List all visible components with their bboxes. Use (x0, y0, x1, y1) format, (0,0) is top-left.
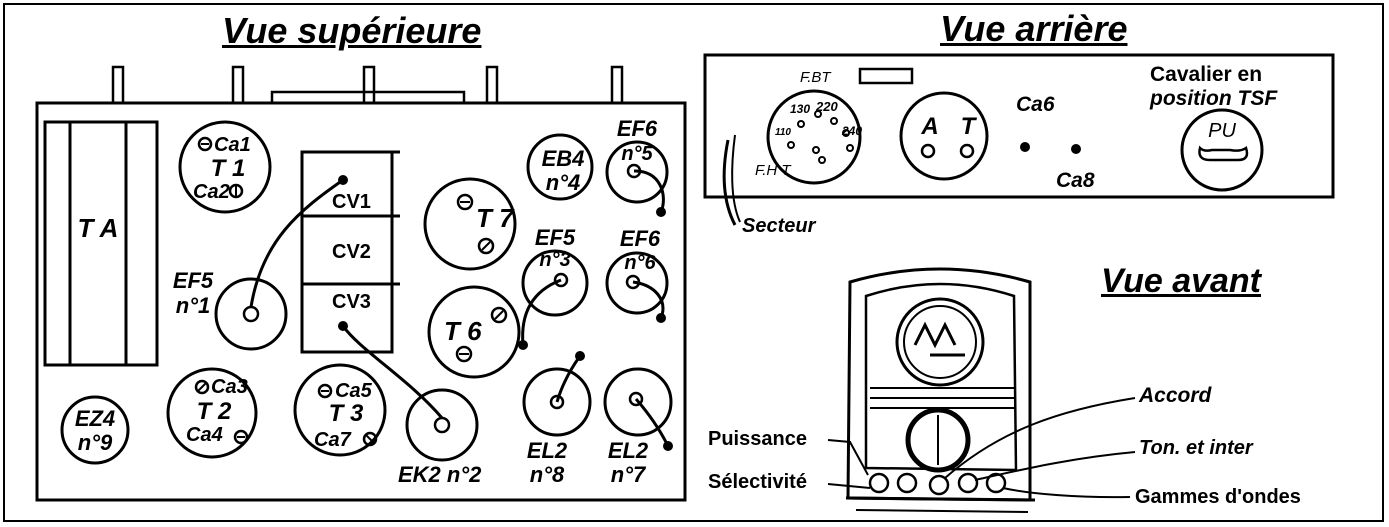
label-ef5-n1-b: n°1 (175, 293, 211, 318)
shaft-post (362, 65, 376, 105)
label-ca4: Ca4 (186, 424, 223, 446)
label-cv3: CV3 (332, 291, 371, 313)
shaft-post (231, 65, 245, 105)
label-el2-n8-b: n°8 (529, 462, 565, 487)
label-t2: T 2 (196, 398, 232, 425)
label-ca5: Ca5 (335, 380, 372, 402)
label-ta: T A (77, 213, 119, 243)
label-cv1: CV1 (332, 191, 371, 213)
label-ek2-n2: EK2 n°2 (398, 462, 482, 487)
label-socket-a: A (921, 113, 939, 140)
tube-ef6-n5 (605, 140, 669, 204)
t6-transformer (427, 285, 521, 379)
knob-puissance (868, 472, 890, 494)
t1-transformer (178, 120, 272, 214)
title-top-view: Vue supérieure (222, 10, 482, 51)
shaft-post (485, 65, 499, 105)
label-ef5-n3-b: n°3 (539, 249, 571, 271)
tube-el2-n8 (522, 367, 592, 437)
label-130: 130 (790, 102, 811, 116)
label-ef6-n5-b: n°5 (621, 143, 653, 165)
label-t3: T 3 (328, 400, 364, 427)
cv-gang-block (300, 150, 394, 354)
knob-accord (928, 474, 950, 496)
label-el2-n8-a: EL2 (526, 438, 568, 463)
label-ton-inter: Ton. et inter (1139, 437, 1253, 459)
label-fht: F.H T (755, 162, 791, 179)
fbt-fuse (858, 67, 914, 85)
label-t1: T 1 (210, 155, 246, 182)
label-ca1: Ca1 (214, 134, 251, 156)
label-220: 220 (816, 99, 838, 114)
label-eb4-n4-a: EB4 (541, 146, 585, 171)
label-gammes: Gammes d'ondes (1135, 486, 1301, 508)
wire-ef5-n3 (521, 278, 562, 346)
label-fbt: F.BT (800, 69, 831, 86)
label-110: 110 (775, 127, 791, 138)
label-t7: T 7 (476, 203, 514, 233)
t3-transformer (293, 363, 387, 457)
label-el2-n7-b: n°7 (610, 462, 646, 487)
tube-ek2-n2 (405, 388, 479, 462)
antenna-socket (899, 91, 989, 181)
wire-el2-n8 (555, 355, 582, 403)
brand-logo (895, 297, 985, 387)
label-eb4-n4-b: n°4 (545, 170, 581, 195)
knob-gammes (985, 472, 1007, 494)
title-front-view: Vue avant (1101, 262, 1262, 300)
knob-selectivite (896, 472, 918, 494)
label-ef5-n3-a: EF5 (534, 225, 576, 250)
label-puissance: Puissance (708, 428, 807, 450)
label-ez4-n9-b: n°9 (77, 430, 113, 455)
label-ca3: Ca3 (211, 376, 248, 398)
shaft-post (111, 65, 125, 105)
label-t6: T 6 (444, 316, 482, 346)
label-ca8: Ca8 (1056, 169, 1095, 192)
t2-transformer (166, 367, 258, 459)
wire-ek2-n2 (341, 325, 444, 419)
pu-jumper-disc (1180, 108, 1264, 192)
label-accord: Accord (1139, 384, 1212, 407)
voltage-selector (766, 89, 862, 185)
tube-ef6-n6 (605, 251, 669, 315)
tuning-dial (905, 407, 971, 473)
label-ez4-n9-a: EZ4 (74, 406, 116, 431)
knob-ton-inter (957, 472, 979, 494)
t7-transformer (423, 177, 517, 271)
wire-ef6-n5 (633, 169, 665, 213)
dial-bracket (270, 90, 466, 105)
label-240: 240 (842, 124, 863, 138)
label-ca6: Ca6 (1016, 93, 1055, 116)
label-ef6-n6-a: EF6 (619, 226, 661, 251)
label-cavalier-2: position TSF (1150, 87, 1278, 110)
tube-el2-n7 (603, 367, 673, 437)
label-socket-t: T (960, 113, 976, 140)
chassis-rear (703, 53, 1335, 199)
label-selectivite: Sélectivité (708, 471, 807, 493)
tube-eb4-n4 (526, 133, 594, 201)
label-ef6-n6-b: n°6 (624, 252, 656, 274)
shaft-post (610, 65, 624, 105)
wire-ef5-n1 (249, 178, 344, 308)
ta-transformer (43, 120, 159, 367)
cabinet-outline (846, 267, 1032, 502)
tube-ef5-n1 (214, 277, 288, 351)
tube-ez4-n9 (60, 395, 130, 465)
label-ef6-n5-a: EF6 (616, 116, 658, 141)
title-rear-view: Vue arrière (940, 8, 1128, 49)
label-cv2: CV2 (332, 241, 371, 263)
mains-cord (722, 139, 737, 226)
label-ca2: Ca2 (193, 181, 230, 203)
label-ef5-n1-a: EF5 (172, 268, 214, 293)
tube-ef5-n3 (521, 249, 589, 317)
label-el2-n7-a: EL2 (607, 438, 649, 463)
label-secteur: Secteur (742, 215, 816, 237)
label-ca7: Ca7 (314, 429, 351, 451)
label-pu: PU (1208, 120, 1236, 142)
label-cavalier-1: Cavalier en (1150, 63, 1263, 86)
figure-frame (3, 3, 1384, 522)
